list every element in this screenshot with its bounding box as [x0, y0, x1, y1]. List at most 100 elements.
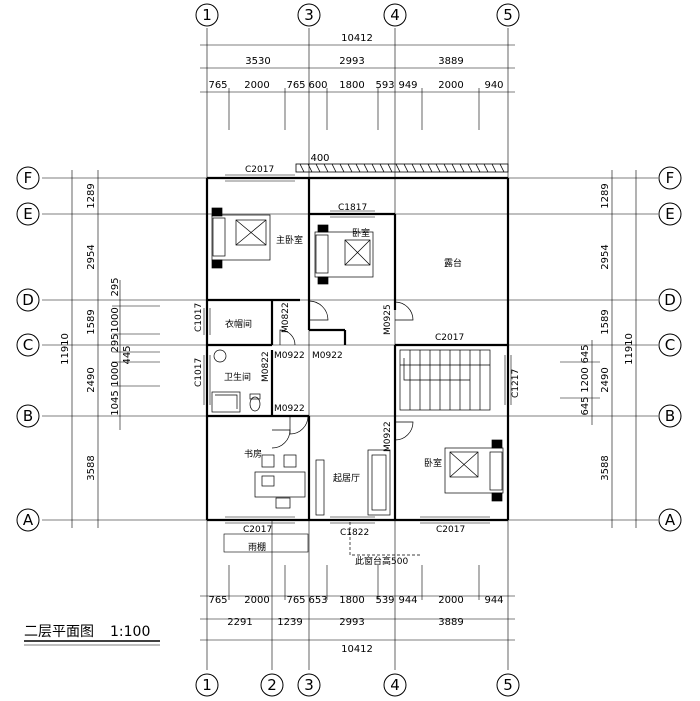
room-bedroom-north: 卧室 [352, 227, 370, 239]
title-text: 二层平面图 [24, 624, 94, 640]
dim-bottom-detail-7: 944 [398, 595, 417, 606]
svg-text:4: 4 [390, 676, 400, 694]
bay-window-outline [349, 522, 420, 556]
svg-text:A: A [665, 511, 676, 529]
axis-bubble-col-3-top: 3 [297, 3, 321, 27]
dim-bottom-detail-9: 944 [484, 595, 503, 606]
room-living: 起居厅 [333, 473, 360, 484]
dim-bottom-detail-3: 765 [286, 595, 305, 606]
svg-text:5: 5 [503, 6, 513, 24]
dim-top-total: 10412 [341, 33, 373, 44]
dim-left-total: 11910 [60, 333, 71, 365]
top-dimensions: 10412 3530 2993 3889 765 2000 765 600 18… [208, 33, 503, 164]
svg-text:2: 2 [267, 676, 277, 694]
dim-top-bay-2: 2993 [339, 56, 364, 67]
dim-bottom-detail-8: 2000 [438, 595, 463, 606]
label-m0922-south: M0922 [383, 421, 393, 452]
dim-top-detail-6: 593 [375, 80, 394, 91]
dim-left-detail-5: 1000 [110, 361, 121, 386]
dim-left-detail-2: 1000 [110, 307, 121, 332]
axis-bubble-col-1-top: 1 [195, 3, 219, 27]
dim-bottom-detail-5: 1800 [339, 595, 364, 606]
svg-text:C: C [665, 336, 675, 354]
room-bedroom-south: 卧室 [424, 457, 442, 469]
dim-right-total: 11910 [624, 333, 635, 365]
svg-text:E: E [23, 205, 32, 223]
axis-bubble-row-C-left: C [16, 333, 40, 357]
svg-text:F: F [666, 169, 675, 187]
label-c1017-bottom: C1017 [194, 358, 204, 387]
dim-right-row-1: 1289 [600, 183, 611, 208]
axis-bubble-row-A-right: A [658, 508, 682, 532]
label-c2017-sw: C2017 [243, 525, 272, 535]
axis-bubble-row-C-right: C [658, 333, 682, 357]
svg-text:1: 1 [202, 6, 212, 24]
dim-bottom-bay-2: 1239 [277, 617, 302, 628]
label-m0925: M0925 [383, 304, 393, 335]
svg-text:E: E [665, 205, 674, 223]
axis-bubble-col-4-bottom: 4 [383, 673, 407, 697]
furniture [211, 207, 504, 516]
svg-text:B: B [23, 407, 33, 425]
study-desk [254, 454, 306, 509]
opening-labels: C2017 C1817 C2017 C1017 C1017 M0822 M082… [194, 165, 521, 538]
label-m0922-bath: M0922 [274, 404, 305, 414]
room-bay-window-note: 此窗台高500 [355, 555, 408, 567]
dim-left-detail-4: 445 [122, 345, 133, 364]
dim-bottom-detail-6: 539 [375, 595, 394, 606]
dim-left-row-1: 1289 [86, 183, 97, 208]
label-m0922-b: M0922 [312, 351, 343, 361]
south-bed [444, 439, 504, 502]
label-c2017-stair: C2017 [435, 333, 464, 343]
dim-right-row-2: 2954 [600, 244, 611, 269]
title-scale: 1:100 [110, 624, 150, 640]
dim-bottom-detail-1: 765 [208, 595, 227, 606]
svg-text:B: B [665, 407, 675, 425]
axis-bubble-row-D-right: D [658, 288, 682, 312]
dim-left-row-2: 2954 [86, 244, 97, 269]
balcony-railing [295, 163, 509, 173]
axis-bubble-row-B-right: B [658, 404, 682, 428]
room-bathroom: 卫生间 [224, 371, 251, 383]
label-m0822-closet: M0822 [281, 302, 291, 333]
dim-left-row-3: 1589 [86, 309, 97, 334]
axis-bubble-col-3-bottom: 3 [297, 673, 321, 697]
label-m0822-bath: M0822 [261, 351, 271, 382]
label-c1817: C1817 [338, 203, 367, 213]
svg-text:F: F [24, 169, 33, 187]
svg-text:A: A [23, 511, 34, 529]
dimension-lines [71, 44, 637, 641]
dim-left-detail-1: 295 [110, 277, 121, 296]
dim-top-detail-2: 2000 [244, 80, 269, 91]
dim-right-row-4: 2490 [600, 367, 611, 392]
master-bed [211, 207, 271, 269]
dim-balcony-width: 400 [310, 153, 329, 164]
axis-bubble-row-F-right: F [658, 166, 682, 190]
dim-right-detail-1: 645 [580, 344, 591, 363]
axis-bubble-col-4-top: 4 [383, 3, 407, 27]
room-closet: 衣帽间 [225, 318, 252, 330]
column-axis-bubbles: 1 3 4 5 1 2 3 4 5 [195, 3, 520, 697]
dim-right-row-3: 1589 [600, 309, 611, 334]
dim-bottom-detail-4: 653 [308, 595, 327, 606]
room-labels: 主卧室 卧室 露台 衣帽间 卫生间 书房 起居厅 卧室 雨棚 此窗台高500 [224, 227, 462, 567]
svg-text:D: D [664, 291, 676, 309]
axis-bubble-row-F-left: F [16, 166, 40, 190]
dim-left-row-5: 3588 [86, 455, 97, 480]
left-dimensions: 11910 1289 2954 1589 2490 3588 295 1000 … [60, 183, 133, 480]
axis-grid [42, 28, 658, 670]
staircase [399, 349, 491, 411]
right-dimensions: 11910 1289 2954 1589 2490 3588 645 1200 … [580, 183, 635, 480]
svg-text:3: 3 [304, 676, 314, 694]
dim-top-detail-3: 765 [286, 80, 305, 91]
bottom-dimensions: 765 2000 765 653 1800 539 944 2000 944 2… [208, 595, 503, 655]
label-c1017-top: C1017 [194, 303, 204, 332]
axis-bubble-row-E-left: E [16, 202, 40, 226]
svg-text:4: 4 [390, 6, 400, 24]
north-bed [314, 224, 374, 285]
dim-left-detail-6: 1045 [110, 390, 121, 415]
dim-top-detail-4: 600 [308, 80, 327, 91]
room-study: 书房 [244, 448, 262, 460]
canopy-outline [223, 533, 309, 553]
